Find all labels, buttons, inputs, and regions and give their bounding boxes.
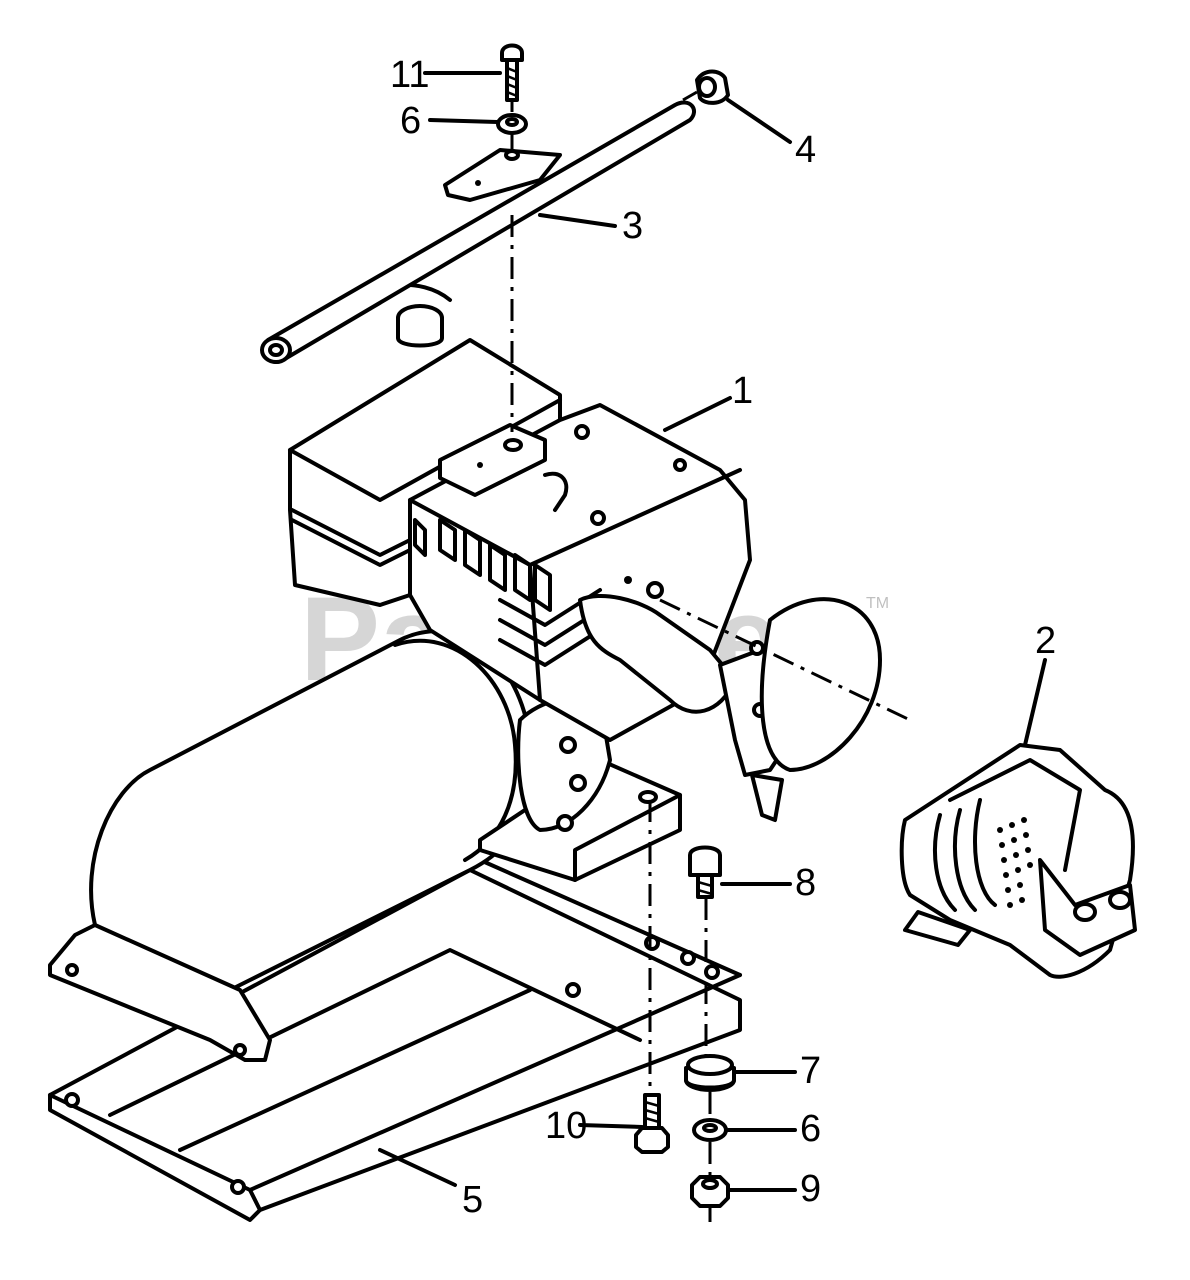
part-4-end-cap[interactable]	[695, 69, 730, 105]
callout-5: 5	[462, 1179, 483, 1221]
alignment-lines	[510, 90, 911, 1222]
part-10-bolt[interactable]	[634, 1093, 670, 1154]
part-3-handle-bar[interactable]	[260, 100, 696, 364]
callout-8: 8	[795, 862, 816, 904]
callout-6-top: 6	[400, 100, 421, 142]
callout-7: 7	[800, 1050, 821, 1092]
part-11-screw[interactable]	[500, 43, 524, 102]
callout-6-bottom: 6	[800, 1108, 821, 1150]
part-2-muffler[interactable]	[899, 743, 1137, 979]
callout-11: 11	[390, 54, 429, 96]
callout-10: 10	[545, 1105, 587, 1147]
part-5-base-frame[interactable]	[48, 858, 742, 1222]
part-6-lock-washer-bottom[interactable]	[692, 1118, 728, 1142]
leader-lines	[378, 71, 1047, 1192]
part-6-lock-washer-top[interactable]	[496, 113, 528, 135]
engine-mount-block	[478, 694, 682, 882]
part-9-nut[interactable]	[690, 1175, 730, 1208]
callout-9: 9	[800, 1168, 821, 1210]
callout-2: 2	[1035, 620, 1056, 662]
part-1-engine[interactable]	[288, 282, 752, 742]
part-7-rubber-mount[interactable]	[684, 1054, 736, 1092]
callout-labels: 11 6 4 3 1 2 8 7 6 9 10 5	[390, 54, 1056, 1221]
exhaust-flange	[718, 597, 882, 822]
callout-4: 4	[795, 129, 816, 171]
callout-3: 3	[622, 205, 643, 247]
part-8-bolt[interactable]	[688, 845, 722, 899]
watermark-trademark: TM	[866, 595, 889, 612]
callout-1: 1	[732, 370, 753, 412]
